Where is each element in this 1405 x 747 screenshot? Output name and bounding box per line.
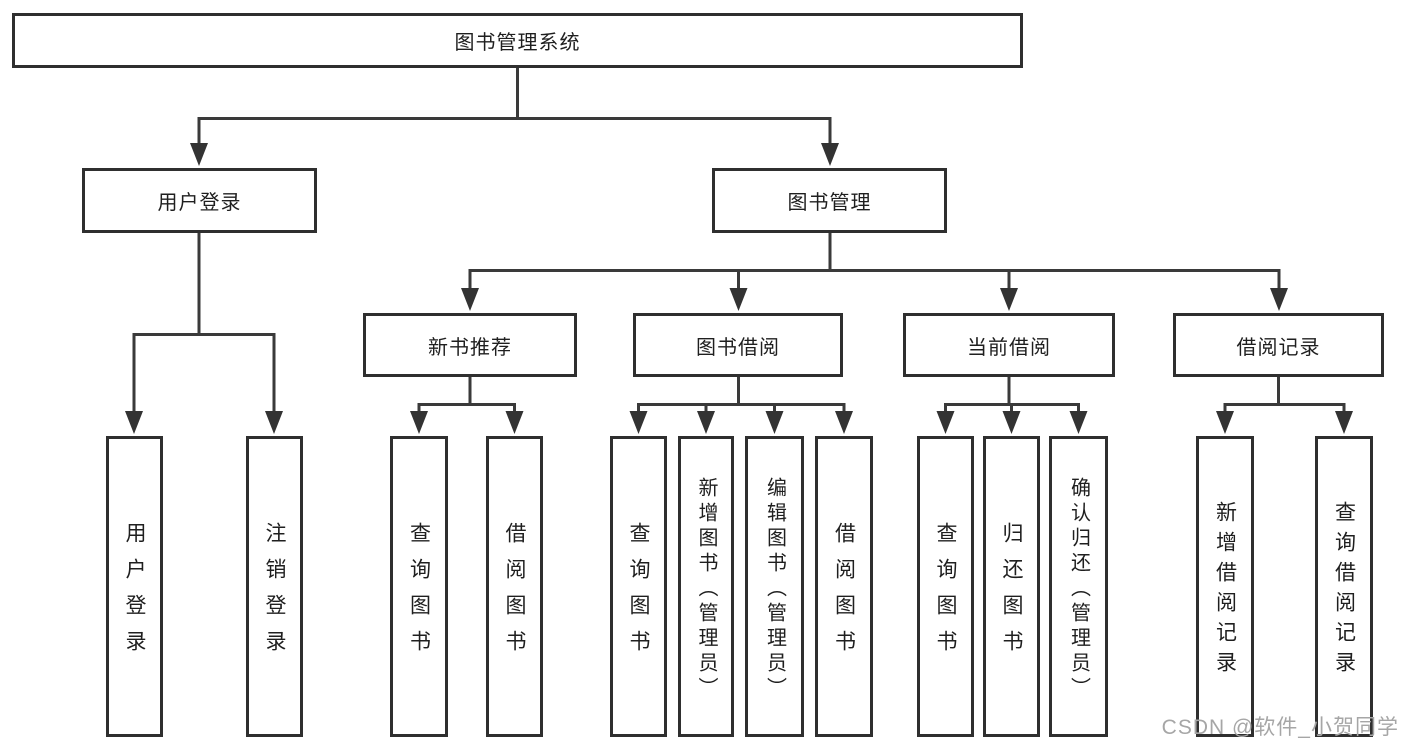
- node-label: 查询图书: [407, 522, 431, 666]
- node-label: 查询图书: [934, 522, 957, 666]
- leaf-logout: 注销登录: [246, 436, 303, 737]
- node-book-management: 图书管理: [712, 168, 947, 233]
- connector-borrow-records-children: [1223, 377, 1346, 416]
- leaf-user-login: 用户登录: [106, 436, 163, 737]
- node-library-system: 图书管理系统: [12, 13, 1023, 68]
- node-label: 归还图书: [1000, 522, 1023, 666]
- node-label: 图书管理系统: [454, 32, 581, 54]
- connector-book-management-children: [468, 233, 1281, 292]
- node-label: 用户登录: [123, 522, 146, 666]
- arrow-down-icons: [936, 411, 1088, 434]
- connector-book-borrow-children: [637, 377, 846, 416]
- leaf-add-borrow-record: 新增借阅记录: [1196, 436, 1254, 737]
- leaf-borrow-books: 借阅图书: [486, 436, 543, 737]
- connector-new-book-children: [417, 377, 516, 416]
- node-label: 确认归还（管理员）: [1067, 476, 1090, 702]
- node-label: 查询借阅记录: [1332, 501, 1356, 681]
- node-label: 注销登录: [263, 522, 286, 666]
- node-user-login: 用户登录: [82, 168, 317, 233]
- arrow-down-icons: [629, 411, 853, 434]
- node-label: 借阅图书: [832, 522, 856, 666]
- leaf-add-books-admin: 新增图书（管理员）: [678, 436, 734, 737]
- arrow-down-icons: [461, 288, 1288, 311]
- node-label: 图书借阅: [696, 336, 780, 359]
- node-new-book-recommend: 新书推荐: [363, 313, 577, 377]
- arrow-down-icons: [1216, 411, 1353, 434]
- node-borrow-records: 借阅记录: [1173, 313, 1384, 377]
- arrow-down-icons: [190, 143, 839, 166]
- leaf-query-books: 查询图书: [390, 436, 448, 737]
- node-label: 用户登录: [157, 192, 242, 214]
- leaf-borrow-books: 借阅图书: [815, 436, 873, 737]
- node-label: 图书管理: [787, 192, 872, 214]
- leaf-query-borrow-record: 查询借阅记录: [1315, 436, 1373, 737]
- node-label: 当前借阅: [967, 336, 1051, 359]
- arrow-down-icons: [125, 411, 283, 434]
- leaf-return-books: 归还图书: [983, 436, 1040, 737]
- node-label: 查询图书: [627, 522, 650, 666]
- node-label: 新增图书（管理员）: [695, 476, 717, 702]
- node-current-borrow: 当前借阅: [903, 313, 1115, 377]
- csdn-watermark: CSDN @软件_小贺同学: [1161, 716, 1399, 739]
- leaf-query-books: 查询图书: [610, 436, 667, 737]
- node-label: 借阅记录: [1236, 336, 1321, 359]
- arrow-down-icons: [410, 411, 524, 434]
- node-label: 新增借阅记录: [1213, 501, 1237, 681]
- connector-current-borrow-children: [944, 377, 1080, 416]
- node-label: 新书推荐: [428, 336, 512, 359]
- leaf-confirm-return-admin: 确认归还（管理员）: [1049, 436, 1108, 737]
- leaf-edit-books-admin: 编辑图书（管理员）: [745, 436, 804, 737]
- node-label: 编辑图书（管理员）: [763, 476, 786, 702]
- connector-root-to-level2: [197, 68, 832, 147]
- connector-user-login-children: [132, 233, 276, 415]
- leaf-query-books: 查询图书: [917, 436, 974, 737]
- node-book-borrow: 图书借阅: [633, 313, 843, 377]
- node-label: 借阅图书: [503, 522, 526, 666]
